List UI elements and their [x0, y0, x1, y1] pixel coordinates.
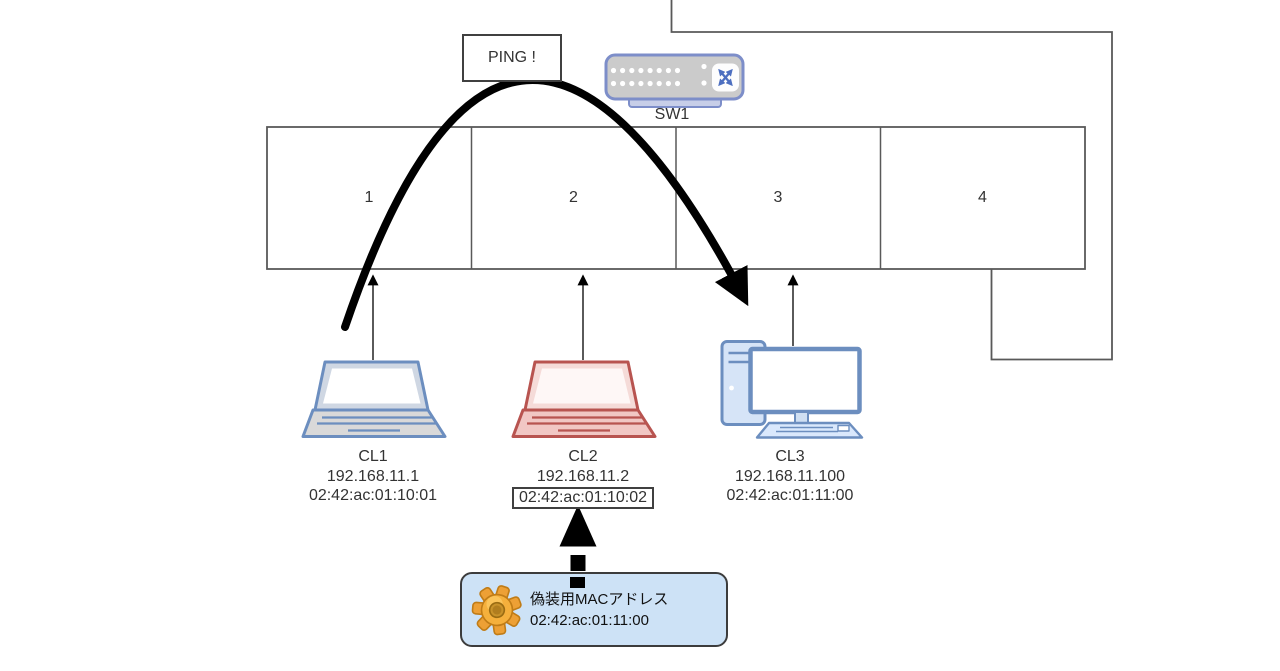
spoof-note-text: 偽装用MACアドレス 02:42:ac:01:11:00 [530, 589, 668, 631]
cl3-name: CL3 [775, 448, 805, 465]
ping-label-box: PING ! [462, 34, 562, 82]
cl3-desktop-icon [720, 340, 864, 439]
port-2-label: 2 [569, 189, 578, 206]
switch-icon [604, 53, 745, 108]
cl2-ip: 192.168.11.2 [536, 467, 630, 485]
port4-uplink-line [670, 0, 1113, 361]
cl3-mac: 02:42:ac:01:11:00 [726, 487, 854, 504]
cl1-mac: 02:42:ac:01:10:01 [308, 487, 438, 504]
port-4-label: 4 [978, 189, 987, 206]
cl3-ip: 192.168.11.100 [734, 467, 846, 485]
cl2-label-block: CL2 192.168.11.2 02:42:ac:01:10:02 [495, 447, 671, 509]
spoof-note-title: 偽装用MACアドレス [530, 590, 669, 608]
cl1-label-block: CL1 192.168.11.1 02:42:ac:01:10:01 [285, 447, 461, 506]
port-3-label: 3 [773, 189, 783, 206]
cl2-mac-box: 02:42:ac:01:10:02 [511, 487, 655, 509]
ping-label: PING ! [487, 49, 536, 66]
switch-label: SW1 [654, 106, 690, 123]
spoof-arrow [559, 505, 597, 578]
cl2-name: CL2 [568, 448, 598, 465]
cl1-laptop-icon [301, 360, 447, 438]
port-1-label: 1 [364, 189, 374, 206]
cl3-label-block: CL3 192.168.11.100 02:42:ac:01:11:00 [702, 447, 878, 506]
cl1-name: CL1 [358, 448, 388, 465]
cl1-ip: 192.168.11.1 [326, 467, 420, 485]
spoof-arrow-dash [570, 577, 585, 588]
cl2-laptop-icon [511, 360, 657, 438]
gear-icon [471, 584, 522, 635]
spoof-note-box: 偽装用MACアドレス 02:42:ac:01:11:00 [460, 572, 728, 647]
spoof-note-mac: 02:42:ac:01:11:00 [530, 611, 649, 629]
